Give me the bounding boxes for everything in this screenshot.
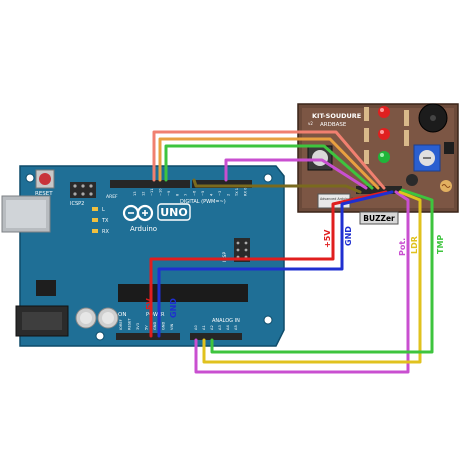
digital-pin-label: TX 1 — [235, 188, 239, 197]
kit-version: v2 — [308, 121, 313, 126]
icsp2-label: ICSP2 — [70, 201, 84, 207]
digital-pin-label: 7 — [184, 194, 188, 196]
analog-pin-label: A5 — [234, 325, 238, 330]
rx-led-label: RX — [102, 229, 109, 235]
digital-pin-labels: 13 12 ~11 ~10 ~9 8 7 ~6 ~5 4 ~3 2 TX 1 RX 0 — [133, 187, 248, 197]
resistors — [364, 107, 409, 164]
red-led-2 — [378, 128, 390, 140]
usb-jack — [1, 195, 51, 233]
wire-green-top — [164, 144, 374, 190]
digital-label: DIGITAL (PWM=~) — [180, 199, 226, 205]
analog-header — [190, 333, 242, 340]
power-pin-label: 5V — [145, 325, 149, 330]
potentiometer-icon — [413, 144, 441, 172]
on-led-label: ON — [118, 312, 126, 318]
wire-5v[interactable] — [149, 190, 388, 338]
small-chip — [36, 280, 56, 296]
kit-logo-text: Advanced Arduino Base — [320, 197, 359, 201]
power-pin-label: RESET — [128, 318, 132, 330]
capacitors — [75, 307, 119, 329]
icsp2-header — [70, 182, 96, 198]
l-led-label: L — [102, 207, 105, 213]
label-ldr: LDR — [410, 236, 419, 254]
label-tmp: TMP — [436, 235, 445, 254]
digital-pin-label: 8 — [176, 193, 180, 196]
reset-label: RESET — [35, 191, 53, 197]
green-led — [378, 151, 390, 163]
analog-pin-label: A2 — [210, 325, 214, 330]
digital-pin-label: 13 — [133, 191, 137, 196]
digital-pin-label: ~9 — [167, 190, 171, 196]
kit-title: KIT-SOUDURE — [312, 112, 361, 120]
power-pin-labels: IOREF RESET 3V3 5V GND GND VIN — [119, 318, 174, 330]
wire-gnd[interactable] — [157, 190, 394, 338]
power-pin-label: 3V3 — [136, 323, 140, 330]
analog-pin-label: A1 — [202, 325, 206, 330]
reset-button[interactable] — [35, 169, 55, 189]
digital-pin-label: ~10 — [159, 188, 163, 196]
digital-pin-label: ~6 — [193, 190, 197, 196]
red-led-1 — [378, 106, 390, 118]
digital-pin-label: ~3 — [218, 191, 222, 196]
digital-header — [110, 180, 252, 188]
wire-buzzer — [192, 178, 362, 194]
label-pot: Pot. — [398, 238, 407, 256]
analog-pin-labels: A0 A1 A2 A3 A4 A5 — [194, 325, 238, 330]
atmega-chip — [118, 284, 248, 302]
digital-pin-label: RX 0 — [244, 187, 248, 196]
digital-pin-label: ~11 — [150, 188, 154, 196]
power-pin-label: GND — [153, 322, 157, 330]
power-pin-label: IOREF — [119, 319, 123, 330]
power-jack — [15, 305, 69, 337]
icsp-label: ICSP — [222, 252, 228, 262]
digital-pin-label: 4 — [210, 193, 214, 196]
status-leds — [92, 207, 98, 233]
aref-label: AREF — [106, 194, 118, 200]
analog-pin-label: A0 — [194, 325, 198, 330]
brand-label: Arduino — [130, 225, 157, 233]
buzzer-label: BUZZer — [363, 214, 395, 223]
rail-gnd-label: GND — [169, 298, 178, 318]
wire-pot[interactable] — [194, 190, 410, 374]
arduino-logo-icon — [122, 204, 154, 222]
kit-capacitor — [406, 174, 418, 186]
analog-pin-label: A4 — [226, 325, 230, 330]
kit-pin-header — [356, 186, 402, 194]
analog-in-label: ANALOG IN — [212, 318, 240, 324]
analog-pin-label: A3 — [218, 325, 222, 330]
label-gnd: GND — [344, 226, 353, 246]
ldr-icon — [440, 180, 452, 192]
power-header — [116, 333, 180, 340]
digital-pin-label: 12 — [142, 191, 146, 196]
power-pin-label: VIN — [170, 323, 174, 330]
power-label: POWER — [146, 312, 165, 318]
buzzer-icon — [418, 103, 448, 133]
wire-tmp[interactable] — [210, 188, 434, 354]
wire-ldr[interactable] — [202, 190, 422, 364]
power-pin-label: GND — [162, 322, 166, 330]
label-plus5v: +5V — [323, 229, 332, 248]
wire-salmon — [152, 130, 386, 190]
buzzer-label-box: BUZZer — [359, 211, 399, 225]
wire-orange — [158, 137, 380, 190]
uno-badge: UNO — [157, 203, 191, 221]
tx-led-label: TX — [101, 218, 109, 224]
digital-pin-label: 2 — [227, 194, 231, 196]
wire-pink-top — [224, 158, 368, 190]
kit-subtitle: ARDBASE — [320, 122, 347, 128]
temp-sensor-icon — [444, 142, 454, 154]
board-name: UNO — [160, 206, 188, 219]
digital-pin-label: ~5 — [201, 191, 205, 196]
